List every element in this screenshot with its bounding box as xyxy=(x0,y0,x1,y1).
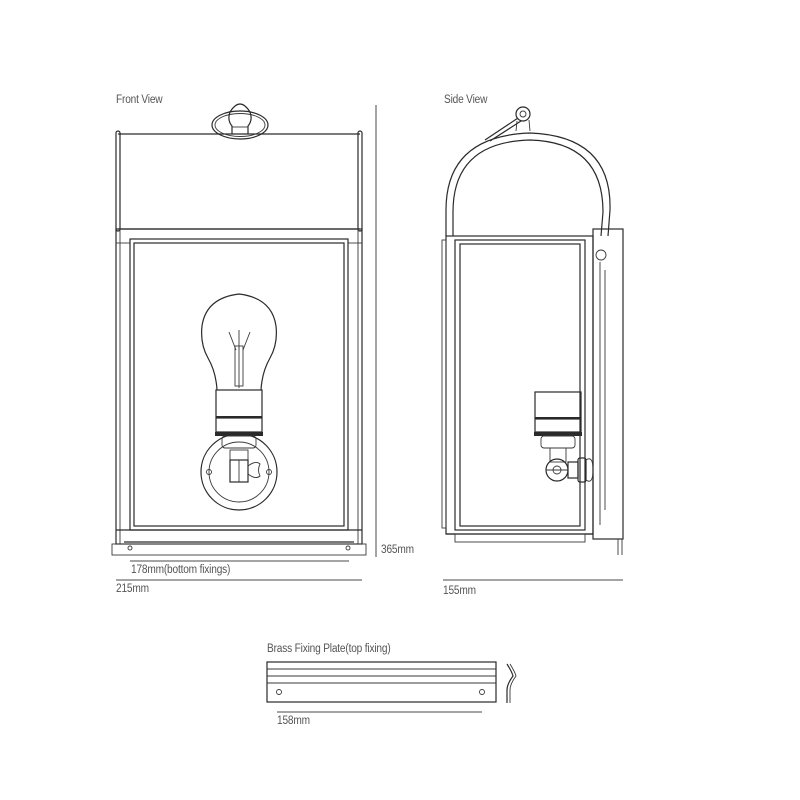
side-view-drawing xyxy=(441,106,624,581)
side-view-title: Side View xyxy=(444,94,488,106)
fixing-plate-title: Brass Fixing Plate(top fixing) xyxy=(267,643,391,655)
plate-length-label: 158mm xyxy=(277,715,310,727)
fixings-dimension-label: 178mm(bottom fixings) xyxy=(131,564,231,576)
light-bulb-icon xyxy=(200,293,278,511)
hook-icon xyxy=(484,106,531,142)
width-dimension-label: 215mm xyxy=(116,583,149,595)
fixing-plate-drawing xyxy=(266,661,517,713)
front-view-title: Front View xyxy=(116,94,163,106)
lampholder-side-icon xyxy=(534,391,594,483)
hanging-ring-icon xyxy=(211,103,269,140)
depth-dimension-label: 155mm xyxy=(443,585,476,597)
height-dimension-label: 365mm xyxy=(381,544,414,556)
front-view-drawing xyxy=(111,103,377,581)
